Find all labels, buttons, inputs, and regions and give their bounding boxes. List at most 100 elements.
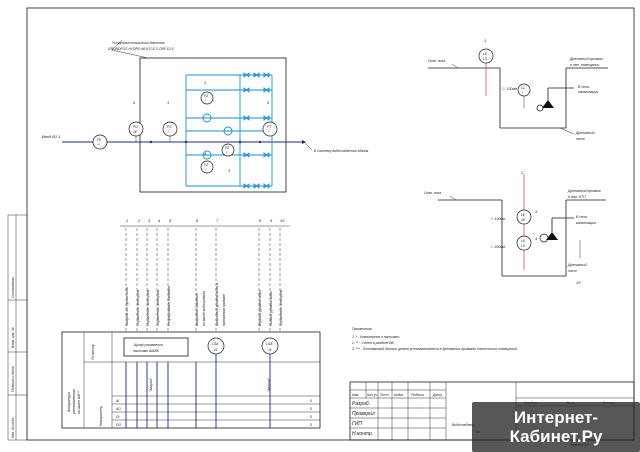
- svg-text:0: 0: [310, 415, 312, 419]
- svg-text:*: *: [226, 151, 228, 155]
- svg-text:По месту: По месту: [91, 344, 95, 360]
- svg-text:на вводе водопровода: на вводе водопровода: [202, 291, 206, 326]
- svg-text:насосами ШАВК: насосами ШАВК: [133, 349, 160, 353]
- svg-text:Н.контр.: Н.контр.: [352, 431, 373, 437]
- col-num-3: 3: [148, 218, 151, 223]
- col-num-7: 7: [216, 218, 219, 223]
- svg-text:канализации: канализации: [576, 221, 596, 225]
- svg-text:"Авария": "Авария": [149, 377, 153, 392]
- svg-text:на шите ШЕ**: на шите ШЕ**: [77, 390, 81, 414]
- svg-text:Управление, контроль: Управление, контроль: [156, 290, 160, 326]
- svg-text:Кол.уч.: Кол.уч.: [367, 393, 378, 397]
- unit-title-2: GRUNDFOS HYDRO MULTI-E 3 CRE 10-5: [108, 47, 174, 51]
- svg-text:FZ: FZ: [225, 146, 230, 150]
- col-num-10: 10: [280, 218, 285, 223]
- svg-text:Отм. пола: Отм. пола: [428, 59, 445, 63]
- inlet-label: Ввод В1-1: [42, 134, 61, 139]
- svg-text:1: 1: [167, 100, 169, 105]
- fz-3: [221, 143, 235, 157]
- svg-text:4: 4: [535, 236, 538, 241]
- svg-text:2: 2: [520, 170, 524, 175]
- notes-title: Примечания:: [352, 327, 372, 331]
- pump-unit: Установка повышения давления GRUNDFOS HY…: [42, 39, 369, 193]
- svg-text:▽ -100мм: ▽ -100мм: [490, 217, 506, 221]
- svg-text:ГИП: ГИП: [352, 421, 362, 427]
- agreed-label: Согласовано: [11, 277, 15, 298]
- svg-text:дренажном приямке: дренажном приямке: [222, 294, 226, 326]
- watermark-line-1: Интернет-: [513, 408, 599, 427]
- svg-text:Дренажный: Дренажный: [567, 263, 587, 267]
- svg-text:Дренажный приямок: Дренажный приямок: [567, 189, 601, 193]
- svg-text:5: 5: [267, 100, 270, 105]
- svg-text:Дата: Дата: [432, 393, 442, 397]
- sheet-frame: [26, 7, 635, 441]
- watermark: Интернет- Кабинет.Ру: [472, 402, 640, 452]
- svg-text:4: 4: [204, 151, 207, 156]
- svg-text:*: *: [205, 99, 207, 103]
- svg-text:PT: PT: [267, 125, 272, 129]
- svg-text:Защита от сухого хода: Защита от сухого хода: [125, 287, 129, 326]
- col-num-6: 6: [196, 218, 199, 223]
- svg-text:FZ: FZ: [204, 94, 209, 98]
- svg-text:1E: 1E: [133, 130, 138, 134]
- svg-text:№док.: №док.: [394, 393, 404, 397]
- svg-text:1E: 1E: [521, 218, 526, 222]
- svg-text:LE: LE: [521, 213, 526, 217]
- le-ls-top: [478, 48, 494, 64]
- svg-text:6: 6: [133, 100, 136, 105]
- svg-text:Управление, контроль: Управление, контроль: [146, 290, 150, 326]
- svg-text:1: 1: [484, 38, 486, 43]
- sign-date-label: Подпись и дата: [11, 366, 15, 392]
- side-stamp: Согласовано Инв. № подл. Подпись и дата …: [7, 214, 28, 441]
- svg-text:3: 3: [228, 168, 231, 173]
- notes-line-2: 2. ** - Учтен в разделе ВК.;: [351, 341, 395, 345]
- svg-text:Аварийный уровень воды в: Аварийный уровень воды в: [215, 283, 219, 327]
- fz-4: [200, 160, 214, 174]
- svg-text:Управление, контроль: Управление, контроль: [279, 290, 283, 326]
- outlet-label: В систему водоснабжения здания: [314, 149, 369, 153]
- svg-text:в тех. помещении: в тех. помещении: [570, 63, 599, 67]
- svg-text:LSA: LSA: [212, 342, 219, 346]
- svg-text:*: *: [168, 130, 170, 134]
- watermark-line-2: Кабинет.Ру: [509, 427, 603, 446]
- col-num-8: 8: [259, 218, 262, 223]
- svg-text:Регулирование давления: Регулирование давления: [167, 286, 171, 326]
- svg-text:LC: LC: [521, 86, 526, 90]
- svg-text:В сеть: В сеть: [576, 215, 588, 219]
- svg-text:Управление, контроль: Управление, контроль: [136, 290, 140, 326]
- svg-text:▽ -500мм: ▽ -500мм: [490, 245, 506, 249]
- svg-text:LE: LE: [483, 52, 488, 56]
- svg-text:канализации: канализации: [578, 90, 598, 94]
- svg-text:DO: DO: [116, 423, 121, 427]
- unit-title-1: Установка повышения давления: [112, 41, 165, 45]
- svg-text:Нижний уровень воды: Нижний уровень воды: [269, 291, 273, 326]
- svg-text:Водоснабжени: Водоснабжени: [452, 423, 475, 427]
- svg-text:3: 3: [535, 209, 538, 214]
- svg-text:PS: PS: [167, 125, 172, 129]
- svg-text:LS: LS: [521, 244, 526, 248]
- svg-text:Аварийное давление: Аварийное давление: [195, 293, 199, 327]
- svg-text:Аппаратура: Аппаратура: [67, 392, 71, 413]
- col-num-1: 1: [126, 218, 128, 223]
- svg-text:Отм. пола: Отм. пола: [424, 191, 441, 195]
- svg-text:▽ -100мм: ▽ -100мм: [502, 87, 518, 91]
- svg-text:*: *: [268, 130, 270, 134]
- pg-gauge: [128, 121, 144, 137]
- svg-text:Контроллер: Контроллер: [99, 406, 103, 426]
- svg-text:LSA: LSA: [266, 342, 273, 346]
- svg-text:0: 0: [310, 423, 312, 427]
- svg-text:Верхний уровень воды: Верхний уровень воды: [258, 290, 262, 326]
- notes: Примечания: 1. * - Комплектно с насосами…: [351, 327, 518, 351]
- fz-2: [200, 91, 214, 105]
- svg-text:0: 0: [310, 399, 312, 403]
- col-num-2: 2: [137, 218, 141, 223]
- svg-text:LS: LS: [483, 57, 488, 61]
- svg-text:Проверил: Проверил: [352, 411, 375, 417]
- svg-text:Дренажный приямок: Дренажный приямок: [569, 57, 603, 61]
- svg-text:11: 11: [268, 348, 272, 352]
- svg-text:насос: насос: [576, 137, 585, 141]
- svg-text:PG: PG: [133, 125, 138, 129]
- pt-transmitter: [262, 121, 278, 137]
- svg-text:установленная: установленная: [72, 389, 76, 415]
